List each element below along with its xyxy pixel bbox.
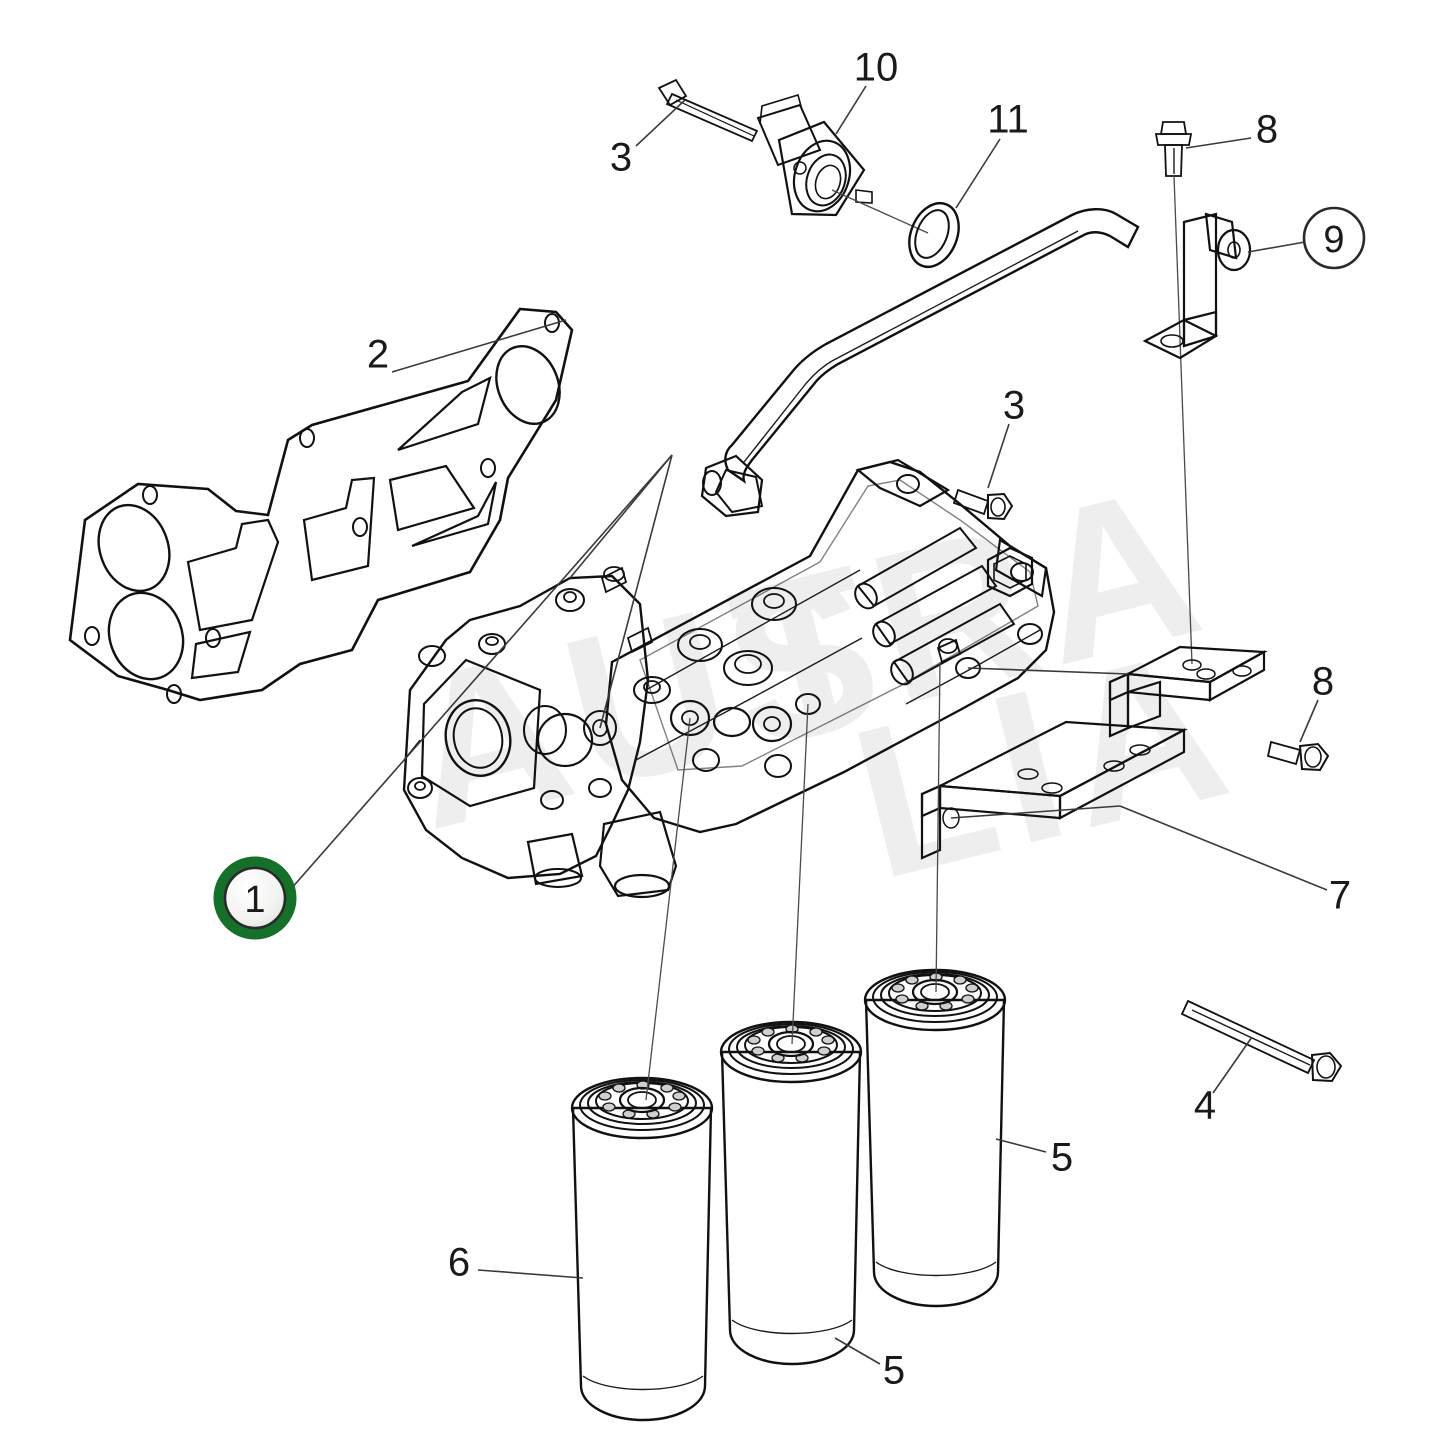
callout-3a-label: 3 — [610, 136, 632, 180]
oil-filter-rear — [863, 968, 1007, 1308]
leader-5a — [995, 1138, 1047, 1153]
leader-2 — [391, 319, 567, 373]
mounting-bracket-lower — [920, 680, 1188, 860]
leader-5b — [834, 1337, 881, 1365]
callout-1-circle — [223, 866, 287, 930]
oil-filter-front — [570, 1076, 714, 1422]
leader-7 — [1119, 805, 1328, 891]
callout-2[interactable]: 2 — [367, 333, 389, 377]
callout-3-housing[interactable]: 3 — [1003, 384, 1025, 428]
oil-pressure-sensor — [756, 93, 929, 234]
callout-1-highlight-ring — [213, 856, 297, 940]
bolt-bracket-upper — [1154, 121, 1193, 665]
support-bracket-upper — [1142, 212, 1252, 360]
long-through-bolt — [1180, 999, 1343, 1083]
callout-10-label: 10 — [854, 46, 899, 90]
callout-8-lower[interactable]: 8 — [1312, 660, 1334, 704]
leader-10 — [835, 85, 867, 135]
filter-leader-lines — [645, 661, 941, 1101]
leader-housing-extra-c — [950, 805, 1121, 819]
callout-9-circle — [1302, 206, 1366, 270]
callout-4-label: 4 — [1194, 1084, 1216, 1128]
callout-leader-lines — [289, 85, 1328, 1365]
oil-filter-middle — [719, 1020, 863, 1366]
leader-4 — [1212, 1036, 1253, 1094]
bolt-sensor-upper — [657, 78, 759, 143]
callout-6[interactable]: 6 — [448, 1241, 470, 1285]
callout-1[interactable]: 1 — [213, 856, 297, 940]
callout-2-label: 2 — [367, 333, 389, 377]
callout-9[interactable]: 9 — [1302, 206, 1366, 270]
callout-10[interactable]: 10 — [854, 46, 899, 90]
callout-8a-label: 8 — [1256, 108, 1278, 152]
leader-8b — [1299, 699, 1319, 743]
callout-3b-label: 3 — [1003, 384, 1025, 428]
leader-8a — [1185, 137, 1252, 149]
callout-1-label: 1 — [244, 879, 265, 921]
housing-gasket — [68, 307, 574, 704]
leader-housing-extra-b — [599, 454, 673, 729]
callout-7-label: 7 — [1329, 874, 1351, 918]
callout-11-label: 11 — [987, 98, 1029, 142]
callout-5b-label: 5 — [883, 1349, 905, 1393]
leader-3a — [635, 99, 686, 147]
leader-9 — [1247, 241, 1306, 253]
leader-1 — [289, 454, 673, 891]
sensor-o-ring — [908, 202, 960, 268]
leader-6 — [477, 1269, 584, 1279]
leader-housing-extra-a — [569, 454, 673, 579]
callout-5-middle[interactable]: 5 — [883, 1349, 905, 1393]
leader-11 — [955, 138, 1001, 209]
callout-8-upper[interactable]: 8 — [1256, 108, 1278, 152]
callout-4[interactable]: 4 — [1194, 1084, 1216, 1128]
callout-3-sensor[interactable]: 3 — [610, 136, 632, 180]
callout-11[interactable]: 11 — [987, 98, 1029, 142]
callout-9-label: 9 — [1323, 219, 1344, 261]
bolt-bracket-lower — [1266, 740, 1330, 772]
callout-6-label: 6 — [448, 1241, 470, 1285]
callout-5-rear[interactable]: 5 — [1051, 1136, 1073, 1180]
callout-5a-label: 5 — [1051, 1136, 1073, 1180]
bolt-housing — [952, 488, 1014, 521]
callout-8b-label: 8 — [1312, 660, 1334, 704]
leader-housing-extra-d — [967, 667, 1129, 675]
leader-3b — [987, 423, 1010, 489]
callout-7[interactable]: 7 — [1329, 874, 1351, 918]
oil-feed-tube — [700, 208, 1140, 518]
watermark: AUS TRA LIA — [383, 437, 1256, 925]
